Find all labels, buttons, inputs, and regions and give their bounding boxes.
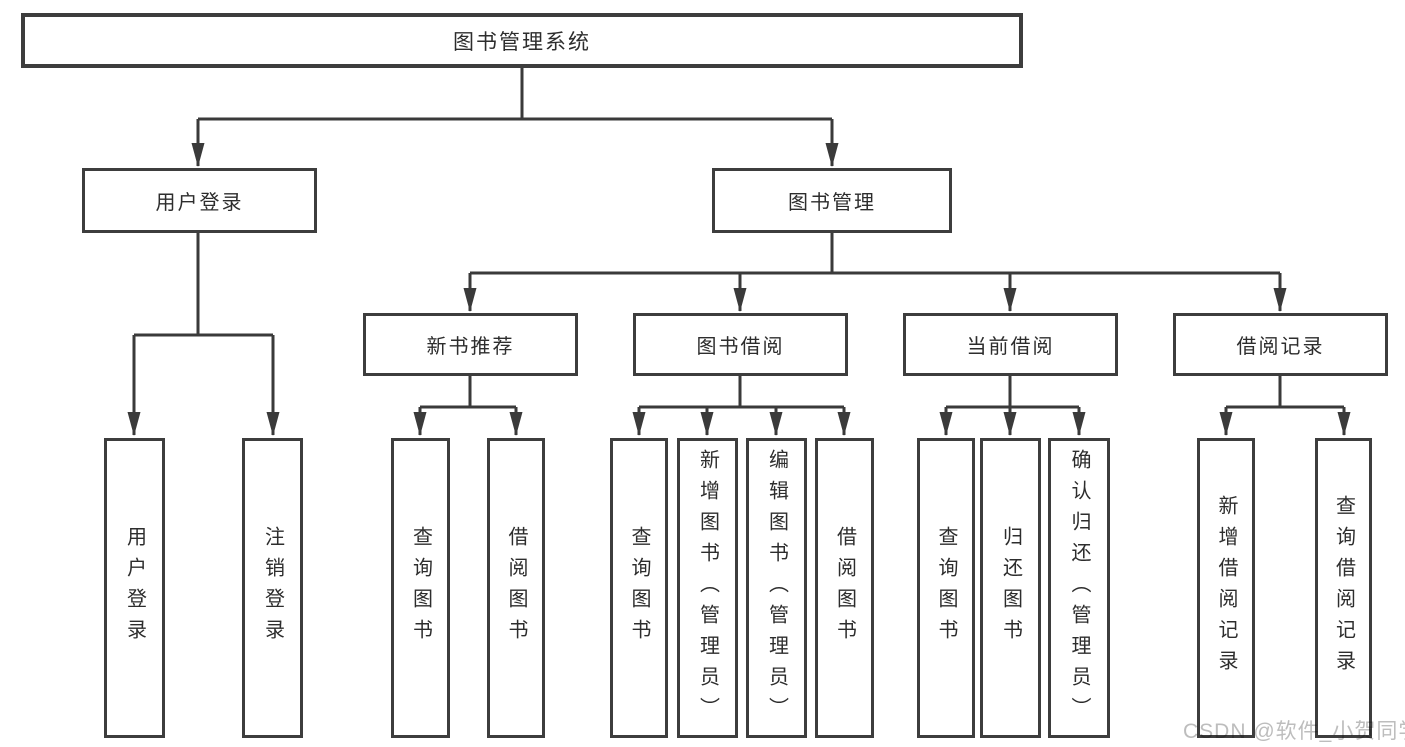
node-label: 图书借阅	[696, 336, 785, 358]
node-label: 查询图书	[628, 526, 650, 650]
leaf-cb-return-books: 归还图书	[980, 438, 1041, 738]
connector-trunk-lines	[134, 68, 1344, 409]
node-label: 查询图书	[935, 526, 957, 650]
node-user-login: 用户登录	[82, 168, 317, 233]
node-label: 编辑图书（管理员）	[765, 448, 788, 728]
leaf-nbr-query-books: 查询图书	[391, 438, 450, 738]
node-label: 注销登录	[261, 526, 284, 650]
csdn-watermark: CSDN @软件_小贺同学	[1183, 720, 1405, 743]
node-current-borrowing: 当前借阅	[903, 313, 1118, 376]
node-label: 新增图书（管理员）	[696, 448, 719, 728]
node-label: 借阅图书	[505, 526, 527, 650]
node-label: 新增借阅记录	[1215, 495, 1237, 681]
node-label: 查询图书	[409, 526, 432, 650]
node-label: 新书推荐	[426, 336, 515, 358]
leaf-bb-add-books: 新增图书（管理员）	[677, 438, 738, 738]
node-label: 用户登录	[155, 192, 244, 214]
node-label: 借阅记录	[1236, 336, 1325, 358]
leaf-cb-query-books: 查询图书	[917, 438, 975, 738]
node-label: 借阅图书	[833, 526, 856, 650]
leaf-br-query-record: 查询借阅记录	[1315, 438, 1372, 738]
node-new-book-recommend: 新书推荐	[363, 313, 578, 376]
node-label: 查询借阅记录	[1332, 495, 1355, 681]
leaf-cb-confirm-return: 确认归还（管理员）	[1048, 438, 1110, 738]
node-book-borrowing: 图书借阅	[633, 313, 848, 376]
leaf-bb-edit-books: 编辑图书（管理员）	[746, 438, 807, 738]
node-label: 归还图书	[999, 526, 1022, 650]
leaf-nbr-borrow-books: 借阅图书	[487, 438, 545, 738]
leaf-logout: 注销登录	[242, 438, 303, 738]
node-label: 当前借阅	[966, 336, 1055, 358]
node-book-management: 图书管理	[712, 168, 952, 233]
node-borrow-records: 借阅记录	[1173, 313, 1388, 376]
node-label: 图书管理	[788, 192, 876, 214]
node-library-management-system: 图书管理系统	[21, 13, 1023, 68]
leaf-bb-borrow-books: 借阅图书	[815, 438, 874, 738]
node-label: 确认归还（管理员）	[1068, 448, 1090, 728]
leaf-bb-query-books: 查询图书	[610, 438, 668, 738]
node-label: 图书管理系统	[453, 30, 591, 54]
node-label: 用户登录	[123, 526, 146, 650]
leaf-user-login: 用户登录	[104, 438, 165, 738]
leaf-br-add-record: 新增借阅记录	[1197, 438, 1255, 738]
